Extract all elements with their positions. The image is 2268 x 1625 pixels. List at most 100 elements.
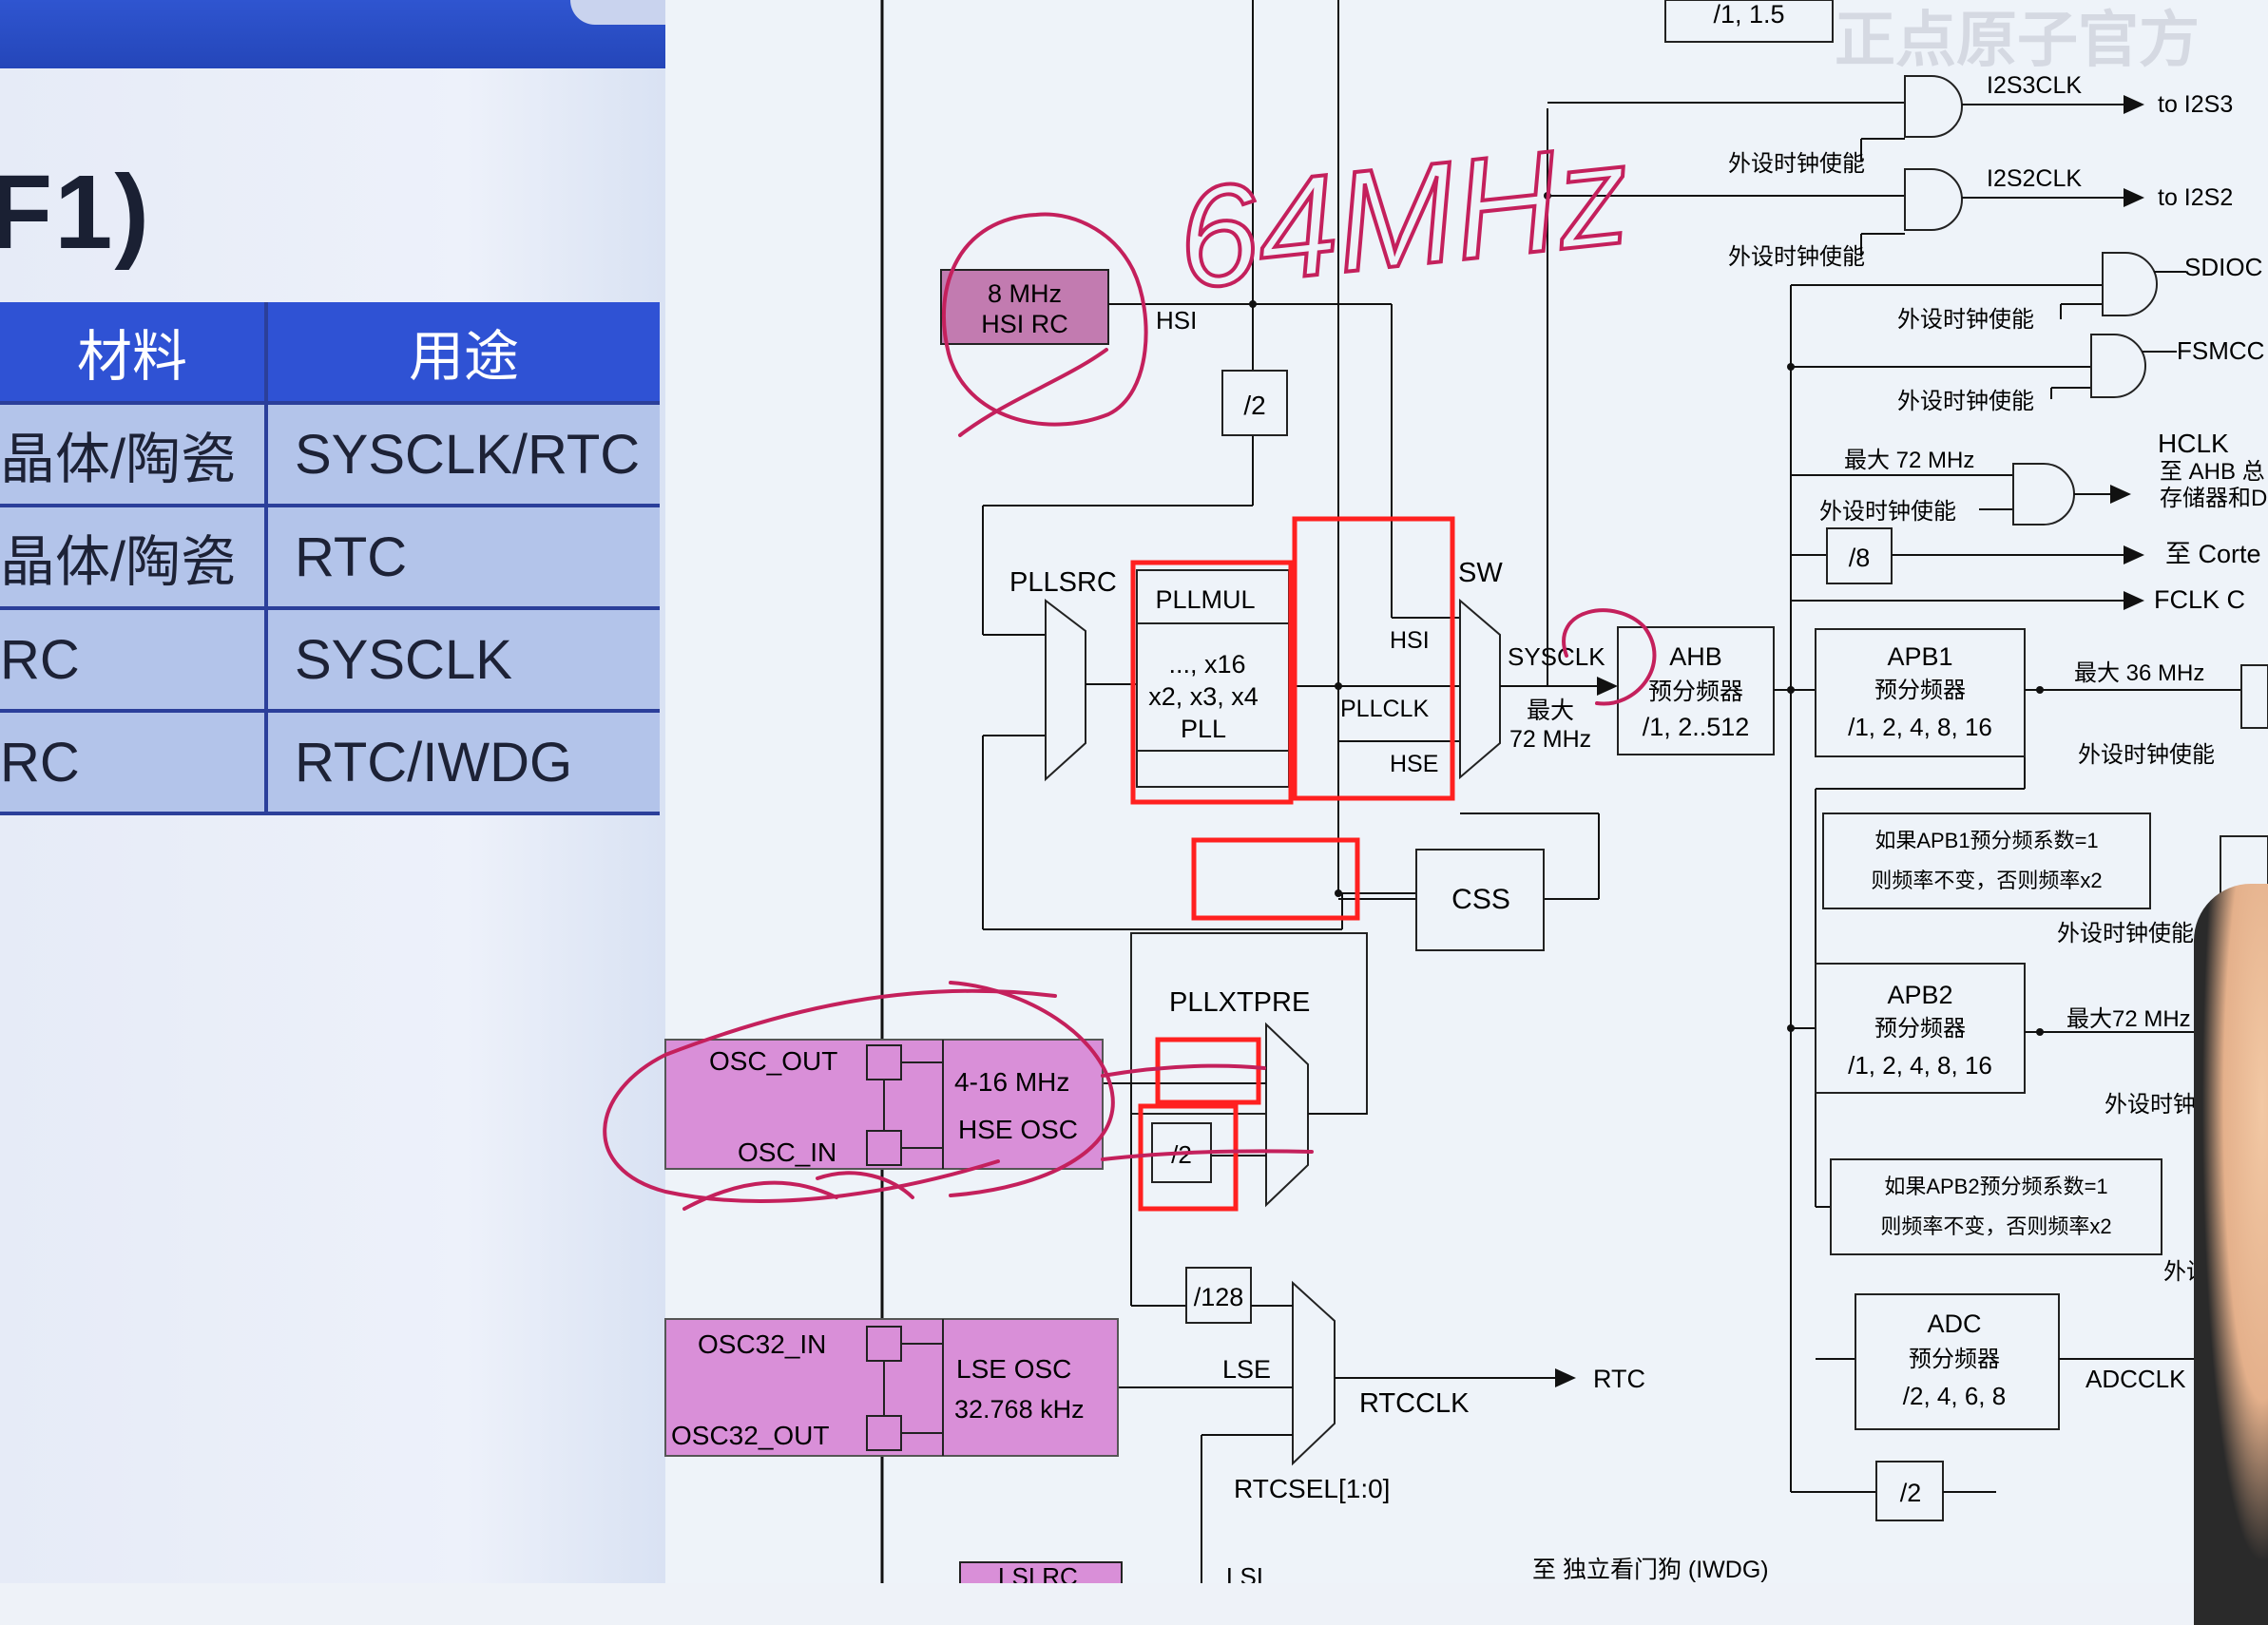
rtcsel-label: RTCSEL[1:0]: [1234, 1474, 1390, 1503]
apb2-enable-label: 外设时钟: [2105, 1092, 2196, 1118]
annotation-box-pllxtpre-input: [1155, 1037, 1261, 1105]
hse-osc-label: HSE OSC: [958, 1115, 1078, 1144]
apb1-label: APB1: [1887, 642, 1952, 671]
material-cell: 晶体/陶瓷: [0, 507, 268, 610]
clock-tree-diagram: 正点原子官方 8 MHz HSI RC HSI /2 PLLSRC PLLMUL…: [603, 0, 2268, 1583]
apb2-max-label: 最大72 MHz: [2066, 1006, 2191, 1032]
material-cell: RC: [0, 713, 268, 815]
lse-wire-label: LSE: [1222, 1355, 1271, 1384]
css-label: CSS: [1451, 884, 1510, 915]
apb1-note-line2: 则频率不变，否则频率x2: [1871, 869, 2102, 892]
pll-mult-low: x2, x3, x4: [1148, 682, 1259, 711]
rtc-output-label: RTC: [1593, 1365, 1645, 1393]
table-row: RC SYSCLK: [0, 610, 660, 713]
mux-hse-label: HSE: [1390, 751, 1438, 777]
header-usage: 用途: [268, 302, 660, 405]
lsi-rc-label: LSI RC: [998, 1562, 1078, 1583]
i2s2clk-label: I2S2CLK: [1987, 165, 2082, 192]
ahb-prescaler-label: 预分频器: [1648, 679, 1743, 705]
div128-block: [1185, 1267, 1252, 1324]
div8-label: /8: [1849, 544, 1871, 572]
lse-osc-label: LSE OSC: [956, 1354, 1071, 1384]
adc-divider-label: /2, 4, 6, 8: [1903, 1382, 2006, 1410]
apb1-note-line1: 如果APB1预分频系数=1: [1874, 829, 2098, 852]
osc-in-pin: OSC_IN: [738, 1138, 836, 1167]
ahb-prescaler-block: [1617, 626, 1775, 755]
sysclk-label: SYSCLK: [1508, 642, 1605, 671]
usage-cell: RTC/IWDG: [268, 713, 660, 815]
hclk-gate: [2012, 463, 2075, 526]
table-row: 晶体/陶瓷 SYSCLK/RTC: [0, 405, 660, 507]
apb2-note-line2: 则频率不变，否则频率x2: [1880, 1214, 2111, 1238]
header-material: 材料: [0, 302, 268, 405]
apb1-prescaler-block: [1815, 628, 2026, 757]
pllmul-label: PLLMUL: [1155, 585, 1255, 614]
annotation-box-mux-inputs: [1292, 516, 1455, 801]
sdio-gate: [2102, 252, 2158, 316]
top-divider-block: [1664, 0, 1834, 43]
material-cell: RC: [0, 610, 268, 713]
fclk-label: FCLK C: [2154, 585, 2245, 614]
to-i2s3-label: to I2S3: [2158, 91, 2233, 118]
apb2-note-line1: 如果APB2预分频系数=1: [1884, 1175, 2107, 1198]
apb2-timer-note: [1830, 1158, 2162, 1255]
clock-source-table: 材料 用途 晶体/陶瓷 SYSCLK/RTC 晶体/陶瓷 RTC RC SYSC…: [0, 302, 660, 815]
rtcclk-label: RTCCLK: [1359, 1388, 1470, 1419]
div128-label: /128: [1194, 1283, 1244, 1311]
apb1-divider-label: /1, 2, 4, 8, 16: [1848, 713, 1992, 741]
fsmc-gate: [2090, 334, 2146, 398]
sdio-enable-label: 外设时钟使能: [1897, 307, 2034, 333]
hclk-label: HCLK: [2158, 429, 2229, 458]
sysclk-max-value: 72 MHz: [1509, 726, 1591, 753]
i2s2-gate: [1904, 168, 1963, 231]
pll-label: PLL: [1181, 715, 1226, 743]
mux-hsi-label: HSI: [1390, 627, 1430, 654]
usage-cell: SYSCLK: [268, 610, 660, 713]
presenter-figure: [2194, 884, 2268, 1625]
hsi-div2-label: /2: [1243, 391, 1265, 420]
apb1-enable-label: 外设时钟使能: [2078, 742, 2215, 768]
hclk-dest-2: 存储器和D: [2160, 486, 2267, 511]
apb2-prescaler-label: 预分频器: [1874, 1016, 1966, 1042]
fsmcclk-label: FSMCC: [2177, 336, 2264, 365]
lse-freq: 32.768 kHz: [954, 1395, 1085, 1424]
apb1-max-label: 最大 36 MHz: [2074, 660, 2204, 686]
lsi-rc-block: [959, 1561, 1123, 1583]
hsi-div2-block: [1221, 370, 1288, 436]
apb2-label: APB2: [1887, 981, 1952, 1009]
i2s3clk-label: I2S3CLK: [1987, 72, 2082, 99]
hclk-max-label: 最大 72 MHz: [1844, 448, 1974, 473]
annotation-box-pllmul: [1130, 560, 1294, 805]
ahb-label: AHB: [1669, 642, 1722, 671]
i2s3-gate: [1904, 75, 1963, 138]
css-block: [1415, 849, 1545, 951]
pllxtpre-label: PLLXTPRE: [1169, 987, 1310, 1018]
hclk-dest-1: 至 AHB 总: [2160, 459, 2265, 485]
table-header-row: 材料 用途: [0, 302, 660, 405]
usage-cell: SYSCLK/RTC: [268, 405, 660, 507]
osc32-in-pin: OSC32_IN: [698, 1329, 826, 1359]
apb1-timer-note: [1822, 812, 2151, 909]
hsi-wire-label: HSI: [1156, 306, 1197, 335]
apb1-prescaler-label: 预分频器: [1874, 678, 1966, 703]
apb2-divider-label: /1, 2, 4, 8, 16: [1848, 1051, 1992, 1080]
sdioclk-label: SDIOC: [2184, 253, 2262, 281]
to-cortex-label: 至 Corte: [2165, 540, 2261, 568]
hsi-rc-block: [940, 269, 1109, 345]
pll-mult-high: ..., x16: [1168, 650, 1245, 679]
iwdg-label: 至 独立看门狗 (IWDG): [1532, 1557, 1769, 1583]
watermark-text: 正点原子官方: [1835, 6, 2200, 74]
sw-mux: [1459, 598, 1501, 780]
pllxtpre-mux: [1265, 1022, 1309, 1208]
adc-label: ADC: [1927, 1310, 1981, 1338]
sw-label: SW: [1458, 558, 1503, 588]
hclk-enable-label: 外设时钟使能: [1819, 499, 1956, 525]
adc-prescaler-label: 预分频器: [1909, 1347, 2000, 1372]
fsmc-enable-label: 外设时钟使能: [1897, 389, 2034, 414]
i2s3-enable-label: 外设时钟使能: [1728, 151, 1865, 177]
hse-freq: 4-16 MHz: [954, 1067, 1069, 1097]
annotation-box-css-path: [1191, 837, 1360, 921]
pllsrc-label: PLLSRC: [1009, 567, 1117, 598]
table-row: 晶体/陶瓷 RTC: [0, 507, 660, 610]
pllsrc-mux: [1045, 598, 1086, 782]
